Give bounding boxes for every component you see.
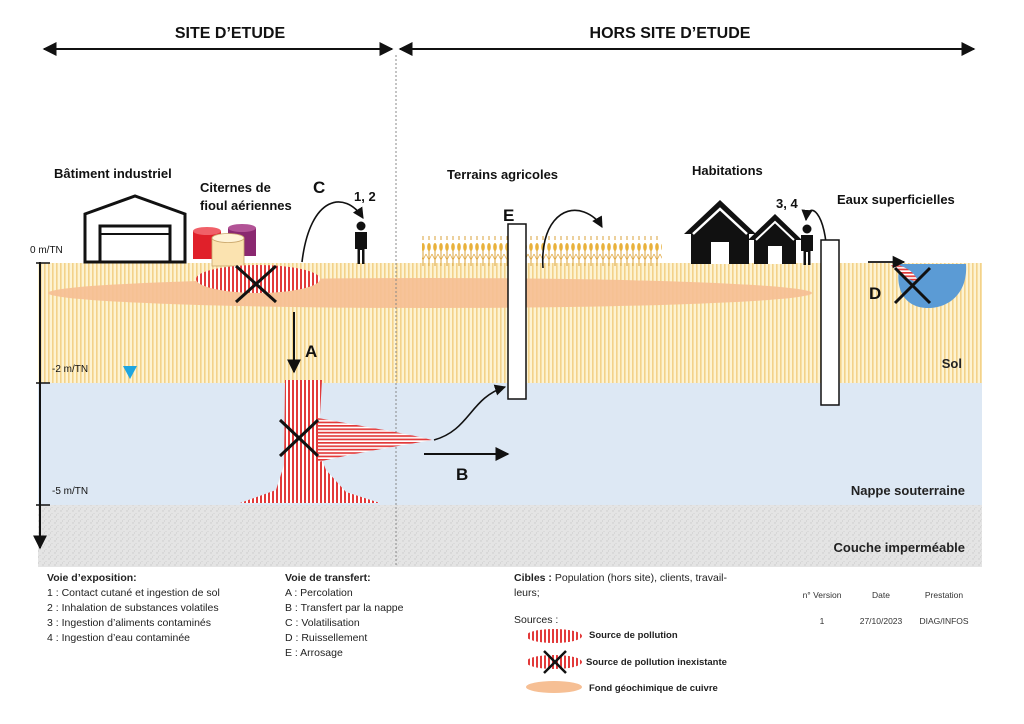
groundwater-source-cross-icon [278,418,320,458]
onsite-pollution-source [196,265,320,293]
info-table: n° Version Date Prestation 1 27/10/2023 … [790,590,980,626]
targets-legend-label: Cibles : [514,572,552,584]
volatilisation-arrow [301,201,364,263]
transfer-item: B : Transfert par la nappe [285,602,404,614]
tanks-label-line2: fioul aériennes [200,198,292,213]
surface-source-cross-icon [893,266,932,305]
surface-water-pond [898,264,967,308]
transfer-item: D : Ruissellement [285,632,368,644]
targets-legend-text-1: Population (hors site), clients, travail… [554,572,728,584]
impermeable-layer [38,505,982,567]
irrigation-well [507,223,527,400]
pathway-d-label: D [869,284,881,303]
fuel-tanks-icon [193,224,256,267]
industrial-building-icon [83,194,187,264]
transfer-item: E : Arrosage [285,647,343,659]
houses-icon [684,200,802,264]
transfer-item: A : Percolation [285,587,353,599]
copper-background-plume [48,278,812,308]
worker-person-icon [355,221,367,264]
legend-copper-symbol [526,681,582,693]
pathway-c-label: C [313,178,325,197]
housing-label: Habitations [692,163,763,178]
legend-pollution-symbol [526,629,582,643]
soil-label: Sol [942,356,962,371]
farmland-label: Terrains agricoles [447,167,558,182]
exposure-legend-title: Voie d’exposition: [47,572,137,584]
site-header: SITE D’ETUDE [175,25,286,42]
info-value-service: DIAG/INFOS [919,616,969,626]
onsite-source-cross-icon [234,264,278,304]
info-header-version: n° Version [802,590,842,600]
info-table-value-row: 1 27/10/2023 DIAG/INFOS [790,616,980,626]
irrigation-arrow [542,209,603,269]
offsite-targets-label: 3, 4 [776,196,798,211]
info-table-header-row: n° Version Date Prestation [790,590,980,600]
targets-legend: Cibles : Population (hors site), clients… [514,571,764,601]
resident-person-icon [801,224,813,265]
pathway-e-label: E [503,206,514,225]
targets-legend-text-2: leurs; [514,587,540,599]
legend-copper-text: Fond géochimique de cuivre [589,683,718,694]
info-value-version: 1 [819,616,825,626]
water-table-icon [123,366,137,379]
pathway-b-label: B [456,465,468,484]
transfer-legend: Voie de transfert: A : Percolation B : T… [285,571,485,661]
legend-pollution-text: Source de pollution [589,630,678,641]
exposure-item: 4 : Ingestion d’eau contaminée [47,632,191,644]
depth-label-0: 0 m/TN [30,245,63,256]
groundwater-pollution-column [240,380,380,503]
legend-cross-icon [543,650,567,674]
onsite-targets-label: 1, 2 [354,189,376,204]
exposure-legend: Voie d’exposition: 1 : Contact cutané et… [47,571,277,646]
depth-label-5: -5 m/TN [52,486,88,497]
impermeable-label: Couche imperméable [834,540,966,555]
groundwater-to-well-arrow [433,384,507,441]
groundwater-label: Nappe souterraine [851,483,965,498]
tanks-label-line1: Citernes de [200,180,271,195]
pathway-a-label: A [305,342,317,361]
info-header-service: Prestation [924,590,964,600]
legend-no-pollution-text: Source de pollution inexistante [586,657,727,668]
water-well [820,239,840,406]
exposure-item: 1 : Contact cutané et ingestion de sol [47,587,220,599]
surface-water-label: Eaux superficielles [837,192,955,207]
exposure-item: 2 : Inhalation de substances volatiles [47,602,219,614]
transfer-item: C : Volatilisation [285,617,360,629]
info-value-date: 27/10/2023 [859,616,903,626]
exposure-item: 3 : Ingestion d’aliments contaminés [47,617,212,629]
offsite-header: HORS SITE D’ETUDE [590,25,751,42]
building-label: Bâtiment industriel [54,166,172,181]
transfer-legend-title: Voie de transfert: [285,572,371,584]
depth-label-2: -2 m/TN [52,364,88,375]
groundwater-layer [38,383,982,505]
sources-legend-title: Sources : [514,614,559,626]
info-header-date: Date [872,590,890,600]
groundwater-pollution-tongue [318,418,432,462]
